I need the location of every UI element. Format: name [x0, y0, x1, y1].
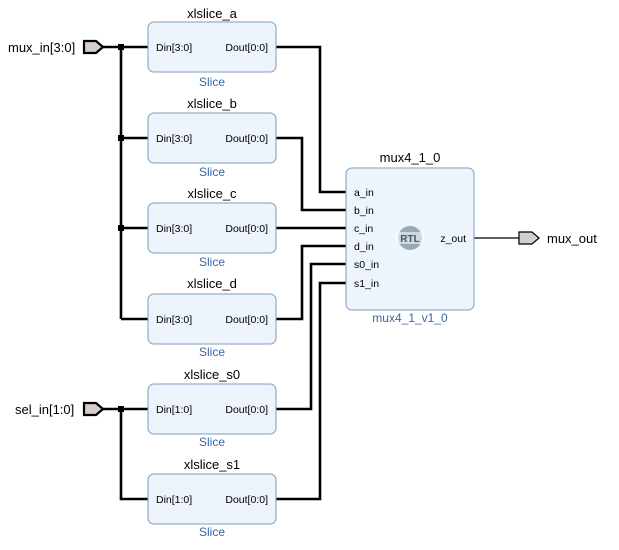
pin-din: Din[1:0] — [156, 494, 192, 506]
block-title: xlslice_s0 — [184, 367, 240, 382]
block-xlslice_s1[interactable] — [147, 473, 277, 525]
mux-pin-z_out: z_out — [440, 233, 466, 245]
junction-dot — [118, 135, 124, 141]
pin-dout: Dout[0:0] — [225, 42, 268, 54]
pin-dout: Dout[0:0] — [225, 223, 268, 235]
port-label-mux_out: mux_out — [547, 231, 597, 246]
pin-din: Din[3:0] — [156, 223, 192, 235]
mux-pin-c_in: c_in — [354, 223, 373, 235]
pin-din: Din[1:0] — [156, 404, 192, 416]
junction-dot — [118, 225, 124, 231]
mux-title: mux4_1_0 — [380, 150, 441, 165]
junction-dot — [118, 44, 124, 50]
port-mux_out-arrow[interactable] — [518, 231, 540, 245]
block-xlslice_b[interactable] — [147, 112, 277, 164]
pin-din: Din[3:0] — [156, 314, 192, 326]
mux-pin-a_in: a_in — [354, 187, 374, 199]
wire-s0[interactable] — [276, 262, 346, 411]
rtl-badge-label: RTL — [400, 234, 419, 245]
block-xlslice_a[interactable] — [147, 21, 277, 73]
block-type: Slice — [199, 525, 225, 539]
mux-pin-s0_in: s0_in — [354, 259, 379, 271]
block-xlslice_c[interactable] — [147, 202, 277, 254]
block-title: xlslice_d — [187, 276, 237, 291]
junction-dot — [118, 406, 124, 412]
port-sel_in-arrow[interactable] — [82, 401, 105, 417]
port-label-mux_in: mux_in[3:0] — [8, 40, 75, 55]
block-title: xlslice_s1 — [184, 457, 240, 472]
block-xlslice_d[interactable] — [147, 293, 277, 345]
block-type: Slice — [199, 345, 225, 359]
mux-type: mux4_1_v1_0 — [372, 311, 448, 325]
block-title: xlslice_c — [187, 186, 237, 201]
rtl-badge-icon: RTL — [396, 226, 424, 250]
block-xlslice_s0[interactable] — [147, 383, 277, 435]
mux-pin-d_in: d_in — [354, 241, 374, 253]
block-type: Slice — [199, 75, 225, 89]
pin-dout: Dout[0:0] — [225, 404, 268, 416]
wire-d[interactable] — [276, 244, 346, 321]
pin-dout: Dout[0:0] — [225, 494, 268, 506]
block-title: xlslice_a — [187, 6, 238, 21]
wire-sel_in-trunk[interactable] — [119, 409, 148, 501]
pin-din: Din[3:0] — [156, 133, 192, 145]
block-type: Slice — [199, 435, 225, 449]
mux-pin-s1_in: s1_in — [354, 278, 379, 290]
port-mux_in-arrow[interactable] — [82, 39, 105, 55]
block-type: Slice — [199, 255, 225, 269]
pin-din: Din[3:0] — [156, 42, 192, 54]
wire-s1[interactable] — [276, 281, 346, 501]
pin-dout: Dout[0:0] — [225, 133, 268, 145]
wire-b[interactable] — [276, 136, 346, 212]
mux-pin-b_in: b_in — [354, 205, 374, 217]
wire-a[interactable] — [276, 45, 346, 194]
block-title: xlslice_b — [187, 96, 237, 111]
port-label-sel_in: sel_in[1:0] — [15, 402, 74, 417]
pin-dout: Dout[0:0] — [225, 314, 268, 326]
block-type: Slice — [199, 165, 225, 179]
